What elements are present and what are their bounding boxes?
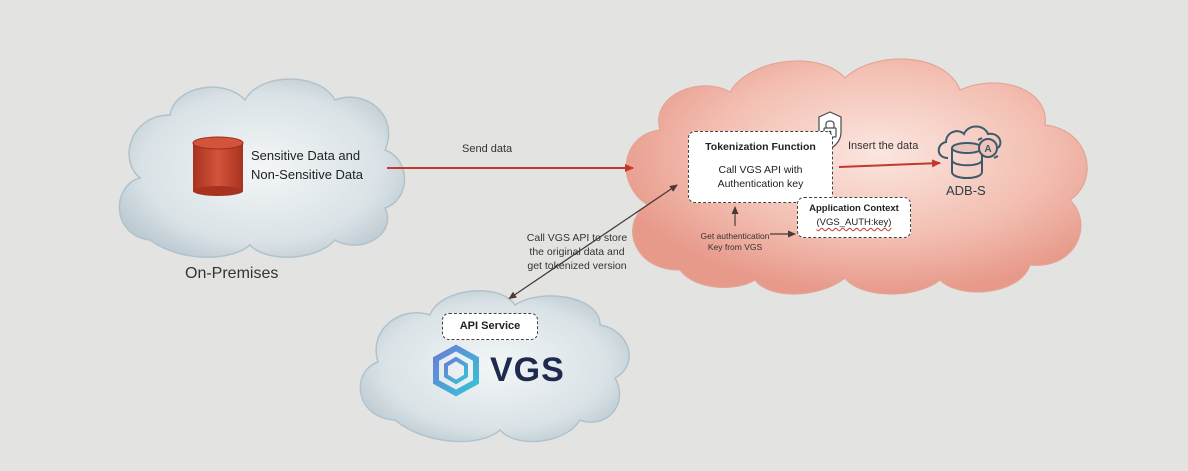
- send-data-label: Send data: [462, 143, 513, 155]
- api-service-box: API Service: [442, 313, 538, 340]
- api-service-label: API Service: [459, 320, 521, 332]
- vgs-api-call-line2: the original data and: [529, 246, 625, 258]
- insert-data-arrow: [838, 159, 941, 168]
- oci-cloud: [625, 58, 1088, 295]
- vgs-cloud: [359, 290, 630, 443]
- svg-text:A: A: [984, 144, 991, 155]
- database-label-line1: Sensitive Data and: [251, 148, 361, 163]
- vgs-api-call-line3: get tokenized version: [527, 260, 627, 272]
- application-context-box: Application Context (VGS_AUTH:key): [797, 197, 911, 238]
- vgs-logo-icon: [433, 344, 479, 397]
- database-label: Sensitive Data and Non-Sensitive Data: [251, 146, 363, 184]
- database-label-line2: Non-Sensitive Data: [251, 167, 363, 182]
- insert-data-label: Insert the data: [848, 140, 919, 152]
- vgs-api-call-label: Call VGS API to store the original data …: [515, 231, 639, 273]
- vgs-logo-text: VGS: [490, 351, 565, 389]
- database-icon: [192, 136, 244, 196]
- tokenization-title: Tokenization Function: [705, 141, 816, 153]
- vgs-api-arrow: [508, 184, 678, 300]
- on-premises-caption: On-Premises: [185, 265, 279, 282]
- auth-key-line1: Get authentication: [700, 231, 770, 241]
- application-context-value: (VGS_AUTH:key): [816, 217, 892, 228]
- adb-s-label: ADB-S: [946, 183, 986, 198]
- tokenization-function-box: Tokenization Function Call VGS API with …: [688, 131, 833, 203]
- auth-key-line2: Key from VGS: [707, 242, 763, 252]
- application-context-title: Application Context: [809, 203, 899, 214]
- adb-cloud-icon: A: [937, 125, 1002, 179]
- vgs-api-call-line1: Call VGS API to store: [526, 232, 628, 244]
- auth-key-label: Get authentication Key from VGS: [692, 231, 778, 253]
- tokenization-line1: Call VGS API with: [718, 164, 803, 176]
- on-premises-cloud: [118, 78, 406, 258]
- tokenization-line2: Authentication key: [717, 178, 804, 190]
